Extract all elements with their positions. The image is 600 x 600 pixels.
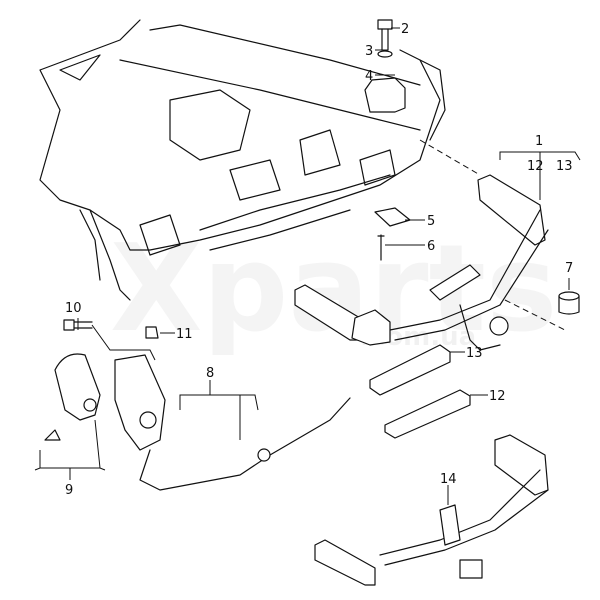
bolt-part-10 bbox=[63, 319, 93, 331]
callout-9: 9 bbox=[65, 483, 73, 498]
cap-part-7 bbox=[558, 291, 580, 315]
socket-part-12 bbox=[384, 389, 471, 439]
bolt-part-6 bbox=[377, 234, 385, 261]
callout-14: 14 bbox=[440, 472, 457, 487]
callout-4: 4 bbox=[365, 69, 373, 84]
bracket-part-4 bbox=[364, 77, 406, 113]
callout-7: 7 bbox=[565, 261, 573, 276]
washer-part-3 bbox=[377, 50, 393, 58]
callout-10: 10 bbox=[65, 301, 82, 316]
leader-lines bbox=[34, 27, 581, 505]
cover-hole bbox=[83, 398, 97, 412]
callout-13-bottom: 13 bbox=[466, 346, 483, 361]
cover-cap-part-9 bbox=[44, 429, 61, 441]
callout-6: 6 bbox=[427, 239, 435, 254]
callout-labels: 1 12 13 2 3 4 5 6 7 8 9 10 11 12 13 14 bbox=[65, 22, 573, 498]
callout-8: 8 bbox=[206, 366, 214, 381]
callout-12-bottom: 12 bbox=[489, 389, 506, 404]
callout-13-top: 13 bbox=[556, 159, 573, 174]
towbar-part-14 bbox=[314, 434, 549, 586]
callout-5: 5 bbox=[427, 214, 435, 229]
callout-11: 11 bbox=[176, 327, 193, 342]
control-module-part-8 bbox=[114, 354, 351, 491]
callout-3: 3 bbox=[365, 44, 373, 59]
callout-2: 2 bbox=[401, 22, 409, 37]
socket-part-13 bbox=[369, 344, 451, 396]
callout-12-top: 12 bbox=[527, 159, 544, 174]
bolt-part-2 bbox=[377, 19, 393, 51]
towbar-assembly-part-1 bbox=[294, 174, 566, 351]
callout-1: 1 bbox=[535, 134, 543, 149]
clip-part-11 bbox=[145, 326, 159, 339]
vehicle-rear-body bbox=[39, 19, 481, 301]
